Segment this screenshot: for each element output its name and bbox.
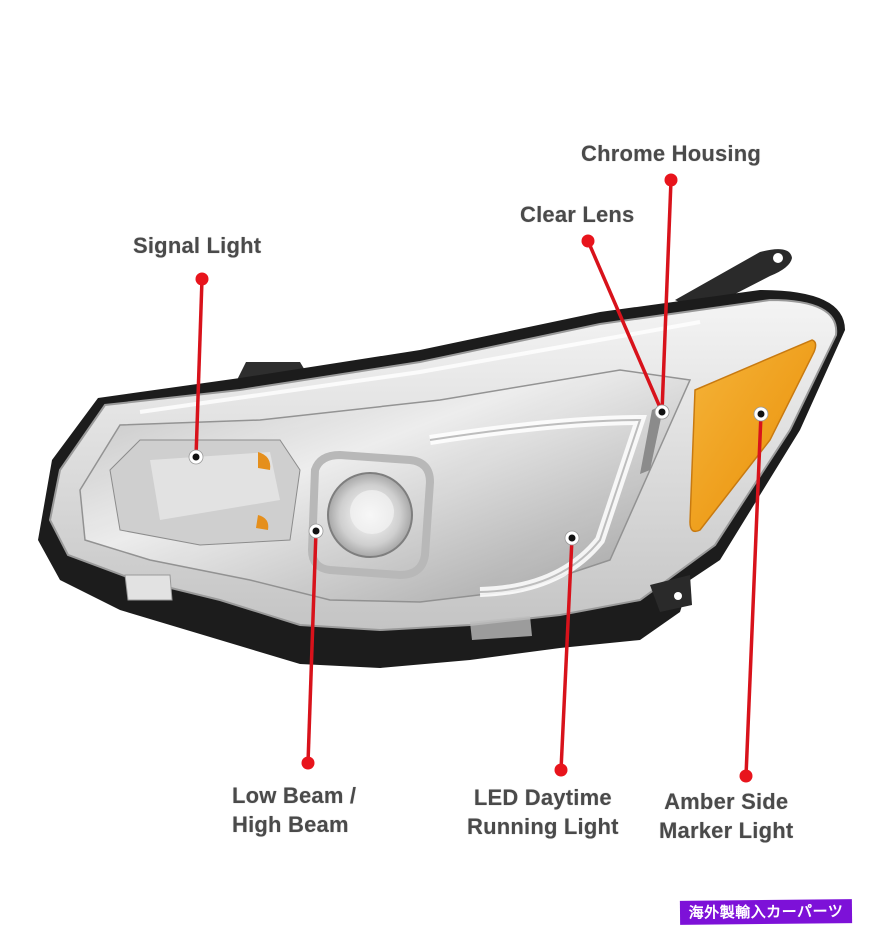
label-clear-lens: Clear Lens [520,200,635,229]
callout-dot-low-high-beam [301,756,315,770]
label-line: Marker Light [659,818,794,843]
callout-dot-signal-light [195,272,209,286]
label-line: Amber Side [664,789,789,814]
label-chrome-housing: Chrome Housing [581,139,761,168]
amber-side-marker-shape [689,339,817,533]
label-low-high-beam: Low Beam / High Beam [232,781,356,839]
label-line: Running Light [467,814,619,839]
callout-dot-chrome-housing [664,173,678,187]
callout-dot-led-drl [554,763,568,777]
label-line: Signal Light [133,233,262,258]
label-signal-light: Signal Light [133,231,261,260]
callout-line-clear-lens [586,240,664,413]
callout-dot-amber-side-marker [739,769,753,783]
callout-line-amber-side-marker [744,413,763,777]
callout-lines [188,173,769,783]
callout-line-chrome-housing [660,179,673,413]
label-line: Low Beam / [232,783,357,808]
label-line: LED Daytime [473,785,612,810]
callout-line-signal-light [194,278,204,458]
watermark-badge: 海外製輸入カーパーツ [679,899,853,925]
label-line: Chrome Housing [581,141,762,166]
label-line: High Beam [232,812,349,837]
callout-line-low-high-beam [306,530,318,764]
callout-line-led-drl [559,537,574,771]
projector-lens [307,450,435,580]
label-line: Clear Lens [520,202,635,227]
callout-dot-clear-lens [581,234,595,248]
